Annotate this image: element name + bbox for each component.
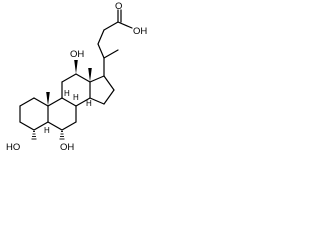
acid-oh-label: OH bbox=[133, 26, 147, 37]
ring-c bbox=[61, 73, 91, 107]
oh-label-c12: OH bbox=[70, 49, 84, 60]
h-label-c8: H bbox=[73, 93, 79, 102]
structural-formula: HO OH OH O OH H H H H bbox=[6, 1, 147, 153]
c18-methyl-wedge bbox=[88, 68, 92, 82]
c3-oh-hash bbox=[31, 131, 37, 140]
ring-b bbox=[47, 97, 77, 131]
oh-label-c7: OH bbox=[60, 142, 74, 153]
c19-methyl-wedge bbox=[46, 92, 50, 106]
ho-label-c3: HO bbox=[6, 142, 20, 153]
c7-oh-hash bbox=[59, 131, 65, 140]
side-chain bbox=[97, 9, 133, 77]
ring-a bbox=[19, 97, 49, 131]
h-label-c9: H bbox=[64, 89, 70, 98]
acid-carbonyl-o-label: O bbox=[115, 1, 122, 12]
h-label-c14: H bbox=[86, 99, 92, 108]
ring-d bbox=[89, 75, 115, 105]
c12-oh-wedge bbox=[74, 60, 78, 74]
h-label-c5: H bbox=[44, 126, 50, 135]
